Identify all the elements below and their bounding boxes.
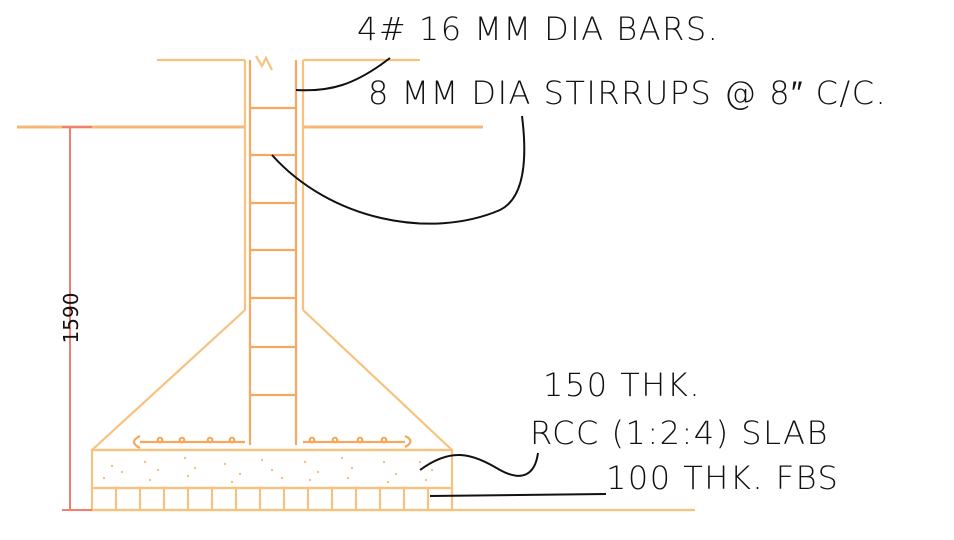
brick-joints <box>114 488 430 510</box>
bar-section-dot <box>331 436 339 444</box>
fbs-brick-layer <box>90 486 454 512</box>
bar-section-dot <box>156 436 164 444</box>
stirrups-group <box>250 106 296 397</box>
leader-main-bars <box>295 57 391 92</box>
bar-section-dot <box>356 436 364 444</box>
footing-slope-left <box>91 309 246 451</box>
label-slab-thickness: 150 THK. <box>543 366 701 404</box>
footing-slope-right <box>302 309 453 451</box>
bottom-bar-left <box>132 435 245 449</box>
bar-section-dot <box>380 436 388 444</box>
label-slab-mix: RCC (1:2:4) SLAB <box>530 414 829 452</box>
bar-section-dot <box>206 436 214 444</box>
label-fbs: 100 THK. FBS <box>606 459 839 497</box>
break-symbol <box>255 55 273 71</box>
bar-section-dot <box>228 436 236 444</box>
bottom-bar-right <box>303 434 412 448</box>
label-stirrups: 8 MM DIA STIRRUPS @ 8″ C/C. <box>368 74 887 112</box>
bottom-bar-dots <box>156 436 388 444</box>
bar-section-dot <box>308 436 316 444</box>
leader-stirrups <box>271 115 526 225</box>
slab-aggregate-dots <box>102 456 434 484</box>
leader-fbs <box>429 493 607 497</box>
leader-rcc-slab <box>419 452 539 477</box>
label-main-bars: 4# 16 MM DIA BARS. <box>357 10 719 48</box>
depth-dimension-text: 1590 <box>59 293 83 344</box>
bar-section-dot <box>178 436 186 444</box>
